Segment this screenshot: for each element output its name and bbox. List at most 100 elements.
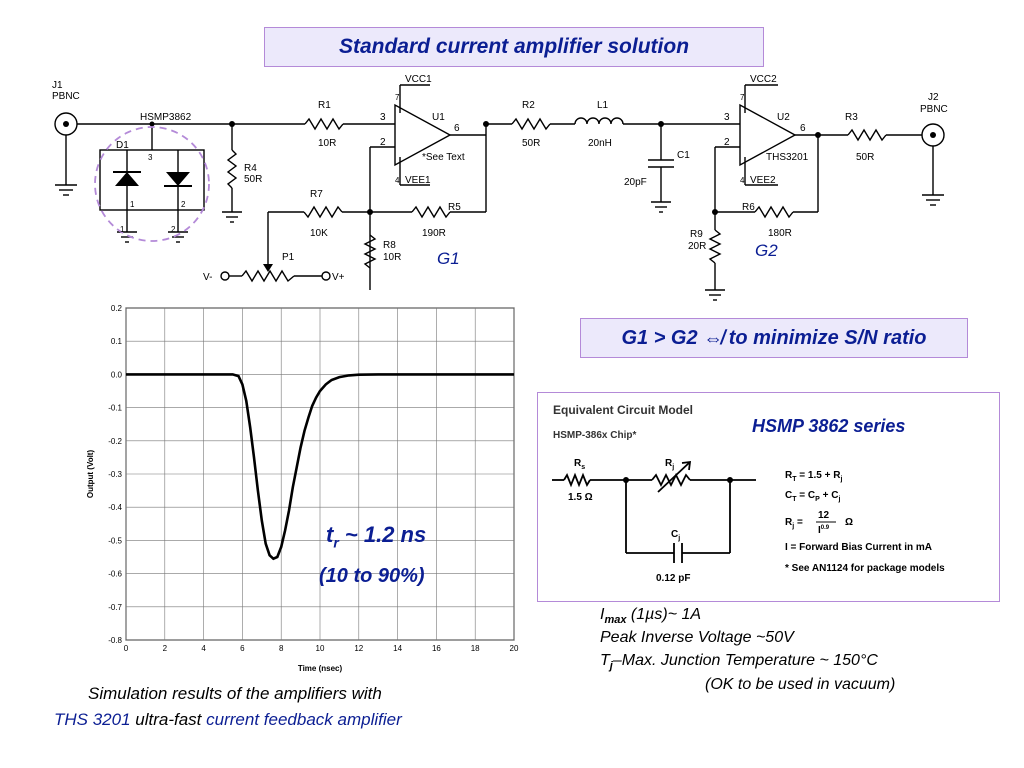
equiv-title: Equivalent Circuit Model	[553, 403, 693, 417]
svg-text:7: 7	[395, 93, 400, 102]
svg-text:50R: 50R	[522, 138, 540, 149]
chart-y-axis: 0.20.10.0-0.1-0.2-0.3-0.4-0.5-0.6-0.7-0.…	[108, 304, 122, 645]
svg-text:J1: J1	[52, 80, 63, 91]
schematic-labels: J1 PBNC HSMP3862 D1 R4 50R R1 10R 3 2 6 …	[52, 74, 948, 283]
svg-text:VEE1: VEE1	[405, 175, 431, 186]
rise-time-label: tr ~ 1.2 ns	[326, 522, 427, 551]
svg-text:THS3201: THS3201	[766, 152, 809, 163]
svg-text:R1: R1	[318, 100, 331, 111]
svg-text:R7: R7	[310, 189, 323, 200]
gain-g1-label: G1	[437, 249, 460, 268]
chart-y-tick-label: -0.5	[108, 536, 122, 545]
svg-text:R8: R8	[383, 240, 396, 251]
svg-text:J2: J2	[928, 92, 939, 103]
svg-text:Rj: Rj	[665, 458, 674, 471]
svg-text:* See AN1124 for package model: * See AN1124 for package models	[785, 563, 945, 574]
chart-x-tick-label: 20	[510, 644, 519, 653]
svg-text:U1: U1	[432, 112, 445, 123]
svg-text:PBNC: PBNC	[920, 104, 948, 115]
svg-text:180R: 180R	[768, 228, 792, 239]
junction-dots	[63, 121, 936, 215]
svg-text:1.5 Ω: 1.5 Ω	[568, 492, 593, 503]
gain-g2-label: G2	[755, 241, 778, 260]
spec-vacuum: (OK to be used in vacuum)	[705, 676, 896, 693]
chart-y-tick-label: -0.8	[108, 636, 122, 645]
output-chart: 0.20.10.0-0.1-0.2-0.3-0.4-0.5-0.6-0.7-0.…	[86, 304, 519, 673]
spec-imax: Imax (1µs)~ 1A	[600, 606, 702, 627]
hsmp-series-label: HSMP 3862 series	[752, 416, 906, 436]
diode-symbols	[113, 171, 192, 187]
diode-highlight	[94, 126, 210, 242]
svg-text:*See Text: *See Text	[422, 152, 465, 163]
svg-text:D1: D1	[116, 140, 129, 151]
svg-text:L1: L1	[597, 100, 609, 111]
svg-text:VCC1: VCC1	[405, 74, 432, 85]
chart-y-tick-label: -0.7	[108, 603, 122, 612]
svg-text:U2: U2	[777, 112, 790, 123]
svg-text:Rs: Rs	[574, 458, 585, 471]
svg-text:3: 3	[380, 112, 386, 123]
chart-x-tick-label: 16	[432, 644, 441, 653]
svg-text:V+: V+	[332, 272, 345, 283]
slide-title: Standard current amplifier solution	[338, 35, 690, 58]
chart-series-output	[126, 373, 514, 561]
svg-text:0.12 pF: 0.12 pF	[656, 573, 690, 584]
svg-text:6: 6	[800, 123, 806, 134]
svg-text:20pF: 20pF	[624, 177, 647, 188]
svg-text:V-: V-	[203, 272, 212, 283]
caption-line2: THS 3201 ultra-fast current feedback amp…	[54, 710, 402, 729]
svg-text:10K: 10K	[310, 228, 328, 239]
svg-text:50R: 50R	[244, 174, 262, 185]
equiv-equations: RT = 1.5 + Rj CT = CP + Cj Rj = 12 I0.9 …	[785, 470, 945, 574]
spec-tj: Tj–Max. Junction Temperature ~ 150°C	[600, 652, 878, 673]
chart-grid	[125, 307, 515, 641]
chart-x-label: Time (nsec)	[298, 664, 343, 673]
chart-y-tick-label: -0.3	[108, 470, 122, 479]
chart-x-tick-label: 12	[354, 644, 363, 653]
svg-text:R6: R6	[742, 202, 755, 213]
svg-text:3: 3	[148, 153, 153, 162]
chart-x-tick-label: 8	[279, 644, 284, 653]
svg-text:20R: 20R	[688, 241, 706, 252]
svg-text:1: 1	[120, 225, 125, 234]
svg-text:I0.9: I0.9	[818, 525, 830, 536]
svg-text:HSMP3862: HSMP3862	[140, 112, 192, 123]
chart-x-tick-label: 18	[471, 644, 480, 653]
svg-text:R2: R2	[522, 100, 535, 111]
schematic-wires	[54, 84, 945, 301]
gain-ratio-text: G1 > G2 ⇎ to minimize S/N ratio	[621, 326, 927, 349]
svg-text:4: 4	[740, 176, 745, 185]
equiv-subtitle: HSMP-386x Chip*	[553, 430, 636, 441]
svg-text:2: 2	[171, 225, 176, 234]
caption-line1: Simulation results of the amplifiers wit…	[88, 684, 382, 703]
svg-text:Ω: Ω	[845, 517, 853, 528]
svg-text:2: 2	[724, 137, 730, 148]
svg-text:12: 12	[818, 510, 830, 521]
chart-x-tick-label: 2	[163, 644, 168, 653]
svg-text:CT = CP + Cj: CT = CP + Cj	[785, 490, 840, 503]
svg-text:190R: 190R	[422, 228, 446, 239]
chart-y-tick-label: 0.1	[111, 337, 123, 346]
gain-ratio-box: G1 > G2 ⇎ to minimize S/N ratio	[580, 318, 968, 358]
svg-text:C1: C1	[677, 150, 690, 161]
chart-y-tick-label: -0.2	[108, 437, 122, 446]
svg-text:50R: 50R	[856, 152, 874, 163]
chart-y-label: Output (Volt)	[86, 450, 95, 499]
svg-text:10R: 10R	[383, 252, 401, 263]
svg-text:6: 6	[454, 123, 460, 134]
chart-x-tick-label: 6	[240, 644, 245, 653]
svg-text:10R: 10R	[318, 138, 336, 149]
svg-text:R9: R9	[690, 229, 703, 240]
svg-text:R5: R5	[448, 202, 461, 213]
chart-y-tick-label: 0.2	[111, 304, 123, 313]
svg-text:P1: P1	[282, 252, 295, 263]
svg-text:2: 2	[380, 137, 386, 148]
svg-text:R3: R3	[845, 112, 858, 123]
svg-text:7: 7	[740, 93, 745, 102]
svg-text:VCC2: VCC2	[750, 74, 777, 85]
chart-y-tick-label: 0.0	[111, 370, 123, 379]
chart-y-tick-label: -0.4	[108, 503, 122, 512]
equivalent-circuit: Equivalent Circuit Model HSMP-386x Chip*…	[552, 403, 945, 584]
